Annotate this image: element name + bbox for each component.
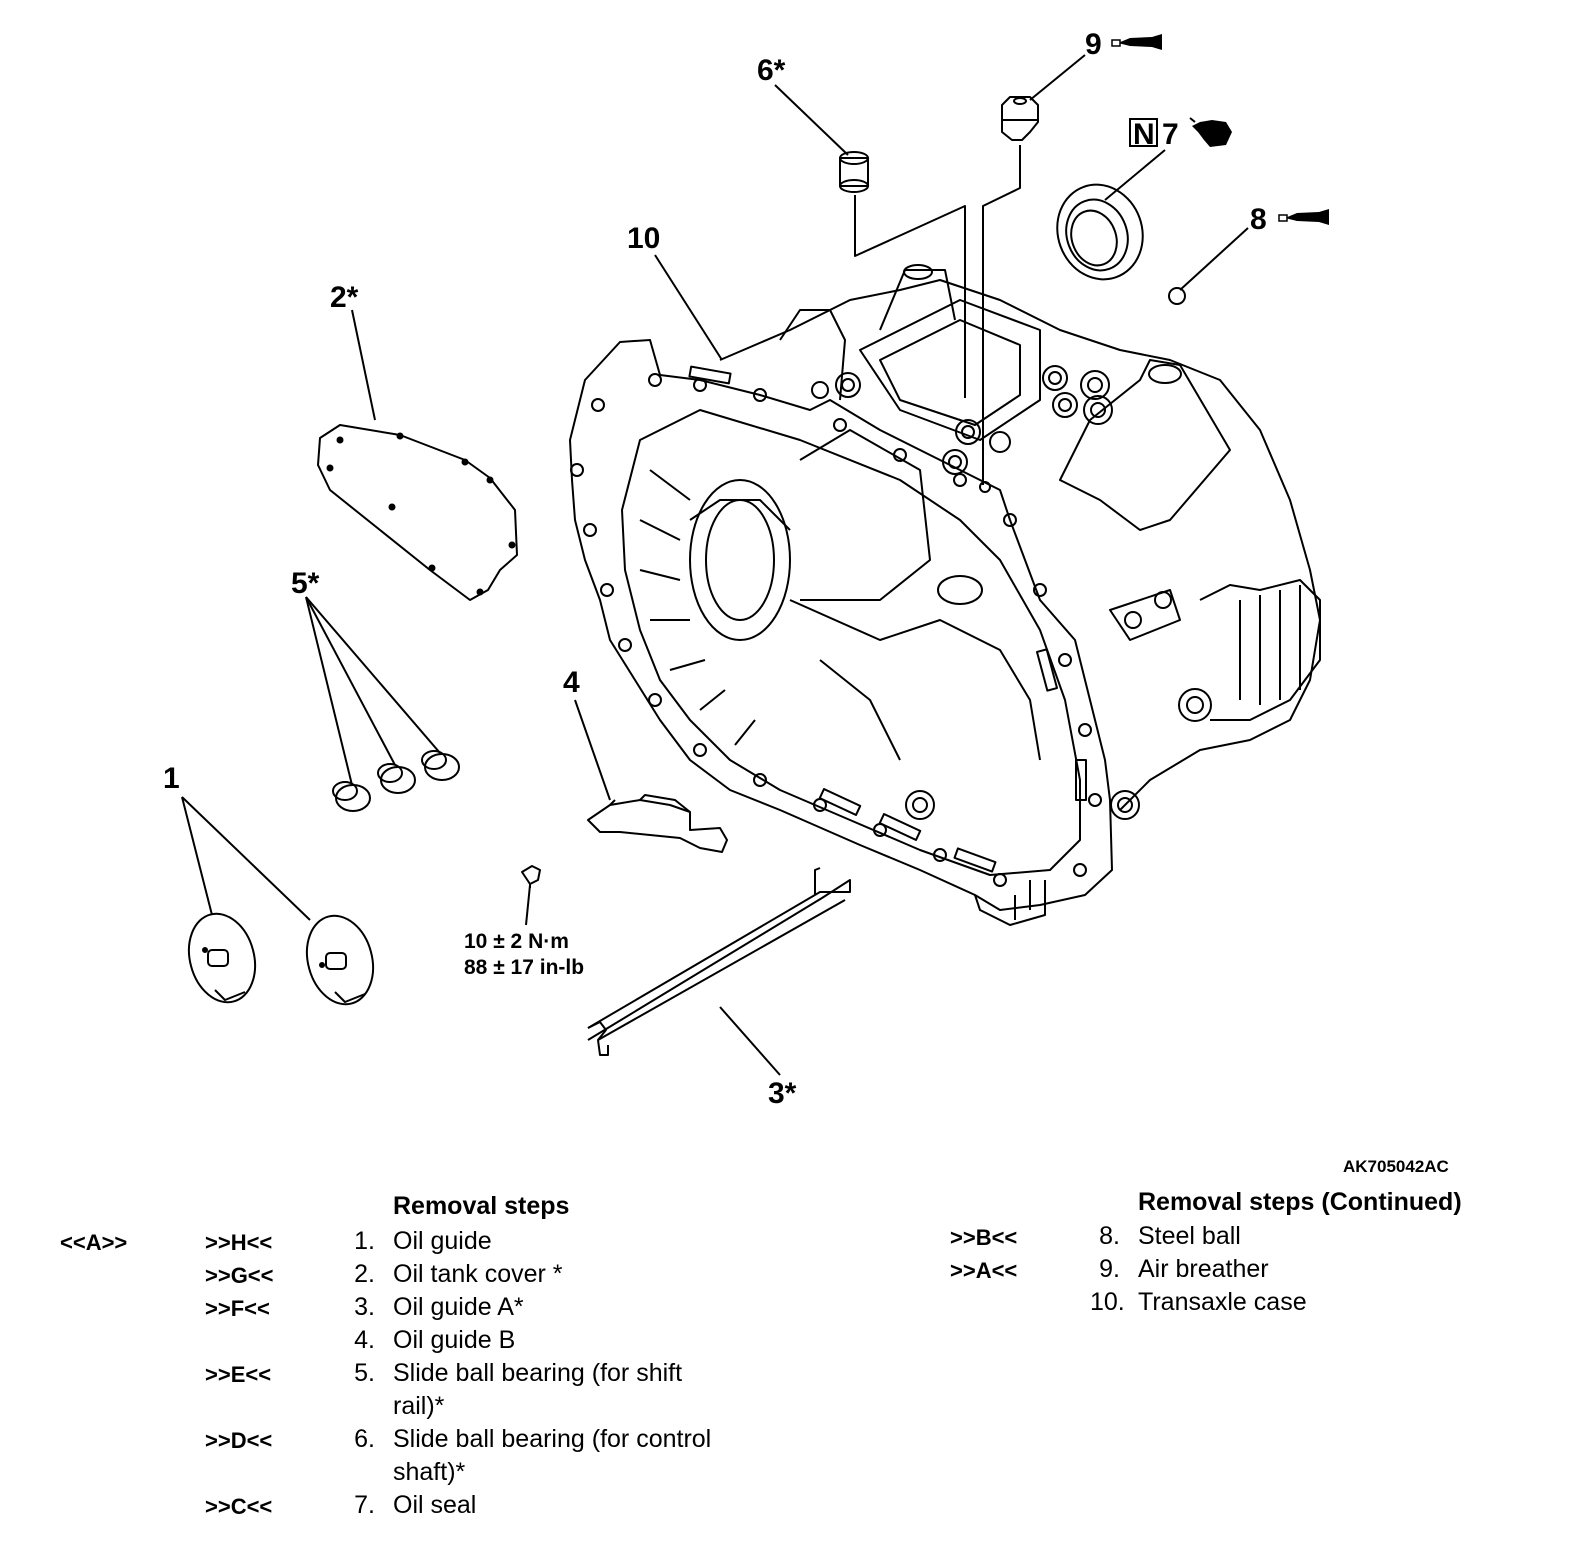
transaxle-case — [569, 264, 1321, 926]
leader-lines — [181, 54, 1249, 1076]
callout-2: 2* — [330, 281, 359, 314]
step-text: Slide ball bearing (for control — [393, 1425, 712, 1453]
step-number: 2. — [354, 1260, 375, 1288]
part-8-steel-ball — [1168, 287, 1186, 305]
grease-icon — [1189, 117, 1232, 147]
step-number: 6. — [354, 1425, 375, 1453]
step-ref: >>F<< — [205, 1296, 270, 1321]
callout-6: 6* — [757, 54, 786, 87]
step-ref: >>C<< — [205, 1494, 273, 1519]
step-text: Oil guide A* — [393, 1293, 524, 1321]
removal-steps-list: Removal steps <<A>> >>H<< 1. Oil guide >… — [0, 1190, 800, 1550]
callout-7: 7 — [1162, 118, 1179, 151]
step-ref: >>H<< — [205, 1230, 273, 1255]
step-text: Oil guide B — [393, 1326, 516, 1354]
step-text-continued: rail)* — [393, 1392, 445, 1420]
step-text-continued: shaft)* — [393, 1458, 466, 1486]
step-ref: >>G<< — [205, 1263, 274, 1288]
step-ref: >>E<< — [205, 1362, 272, 1387]
part-1-oil-guide — [187, 912, 375, 1006]
part-7-oil-seal — [1056, 183, 1144, 281]
callout-3: 3* — [768, 1077, 797, 1110]
callout-9: 9 — [1085, 28, 1102, 61]
part-2-oil-tank-cover — [317, 424, 518, 601]
step-text: Air breather — [1138, 1255, 1269, 1283]
callout-5: 5* — [291, 567, 320, 600]
removal-steps-continued-list: Removal steps (Continued) >>B<< 8. Steel… — [900, 1186, 1580, 1346]
torque-spec-metric: 10 ± 2 N·m — [464, 930, 569, 953]
n-mark-label: N — [1133, 118, 1155, 151]
step-text: Transaxle case — [1138, 1288, 1307, 1316]
n-replace-badge: N — [1129, 118, 1158, 151]
sealant-icon — [1111, 34, 1162, 50]
step-number: 4. — [354, 1326, 375, 1354]
step-text: Oil seal — [393, 1491, 477, 1519]
step-text: Slide ball bearing (for shift — [393, 1359, 683, 1387]
callout-8: 8 — [1250, 203, 1267, 236]
removal-steps-continued-title: Removal steps (Continued) — [1138, 1188, 1462, 1216]
figure-id: AK705042AC — [1343, 1157, 1449, 1176]
step-text: Oil tank cover * — [393, 1260, 563, 1288]
part-6-slide-ball-bearing — [839, 151, 869, 193]
step-number: 5. — [354, 1359, 375, 1387]
step-number: 10. — [1090, 1288, 1125, 1316]
step-text: Steel ball — [1138, 1222, 1241, 1250]
part-5-slide-ball-bearings — [332, 750, 460, 812]
callout-1: 1 — [163, 762, 180, 795]
step-number: 7. — [354, 1491, 375, 1519]
torque-spec-imperial: 88 ± 17 in-lb — [464, 956, 584, 979]
step-number: 3. — [354, 1293, 375, 1321]
part-4-oil-guide-b — [587, 794, 728, 853]
step-number: 8. — [1099, 1222, 1120, 1250]
step-ref: >>D<< — [205, 1428, 273, 1453]
step-ref: >>B<< — [950, 1225, 1018, 1250]
callouts: 1 2* 3* 4 5* 6* 7 8 9 10 — [163, 28, 1267, 1110]
callout-10: 10 — [627, 222, 660, 255]
bolt — [521, 865, 541, 888]
part-3-oil-guide-a — [587, 867, 851, 1056]
callout-4: 4 — [563, 666, 580, 699]
removal-steps-title: Removal steps — [393, 1192, 570, 1220]
outer-ref: <<A>> — [60, 1230, 128, 1255]
sealant-icon — [1278, 209, 1329, 225]
exploded-view-diagram: N 1 2* 3* 4 5* 6* 7 8 9 10 10 ± 2 N·m 88… — [163, 28, 1329, 1110]
step-ref: >>A<< — [950, 1258, 1018, 1283]
step-number: 1. — [354, 1227, 375, 1255]
step-number: 9. — [1099, 1255, 1120, 1283]
step-text: Oil guide — [393, 1227, 492, 1255]
part-9-air-breather — [1001, 96, 1039, 141]
